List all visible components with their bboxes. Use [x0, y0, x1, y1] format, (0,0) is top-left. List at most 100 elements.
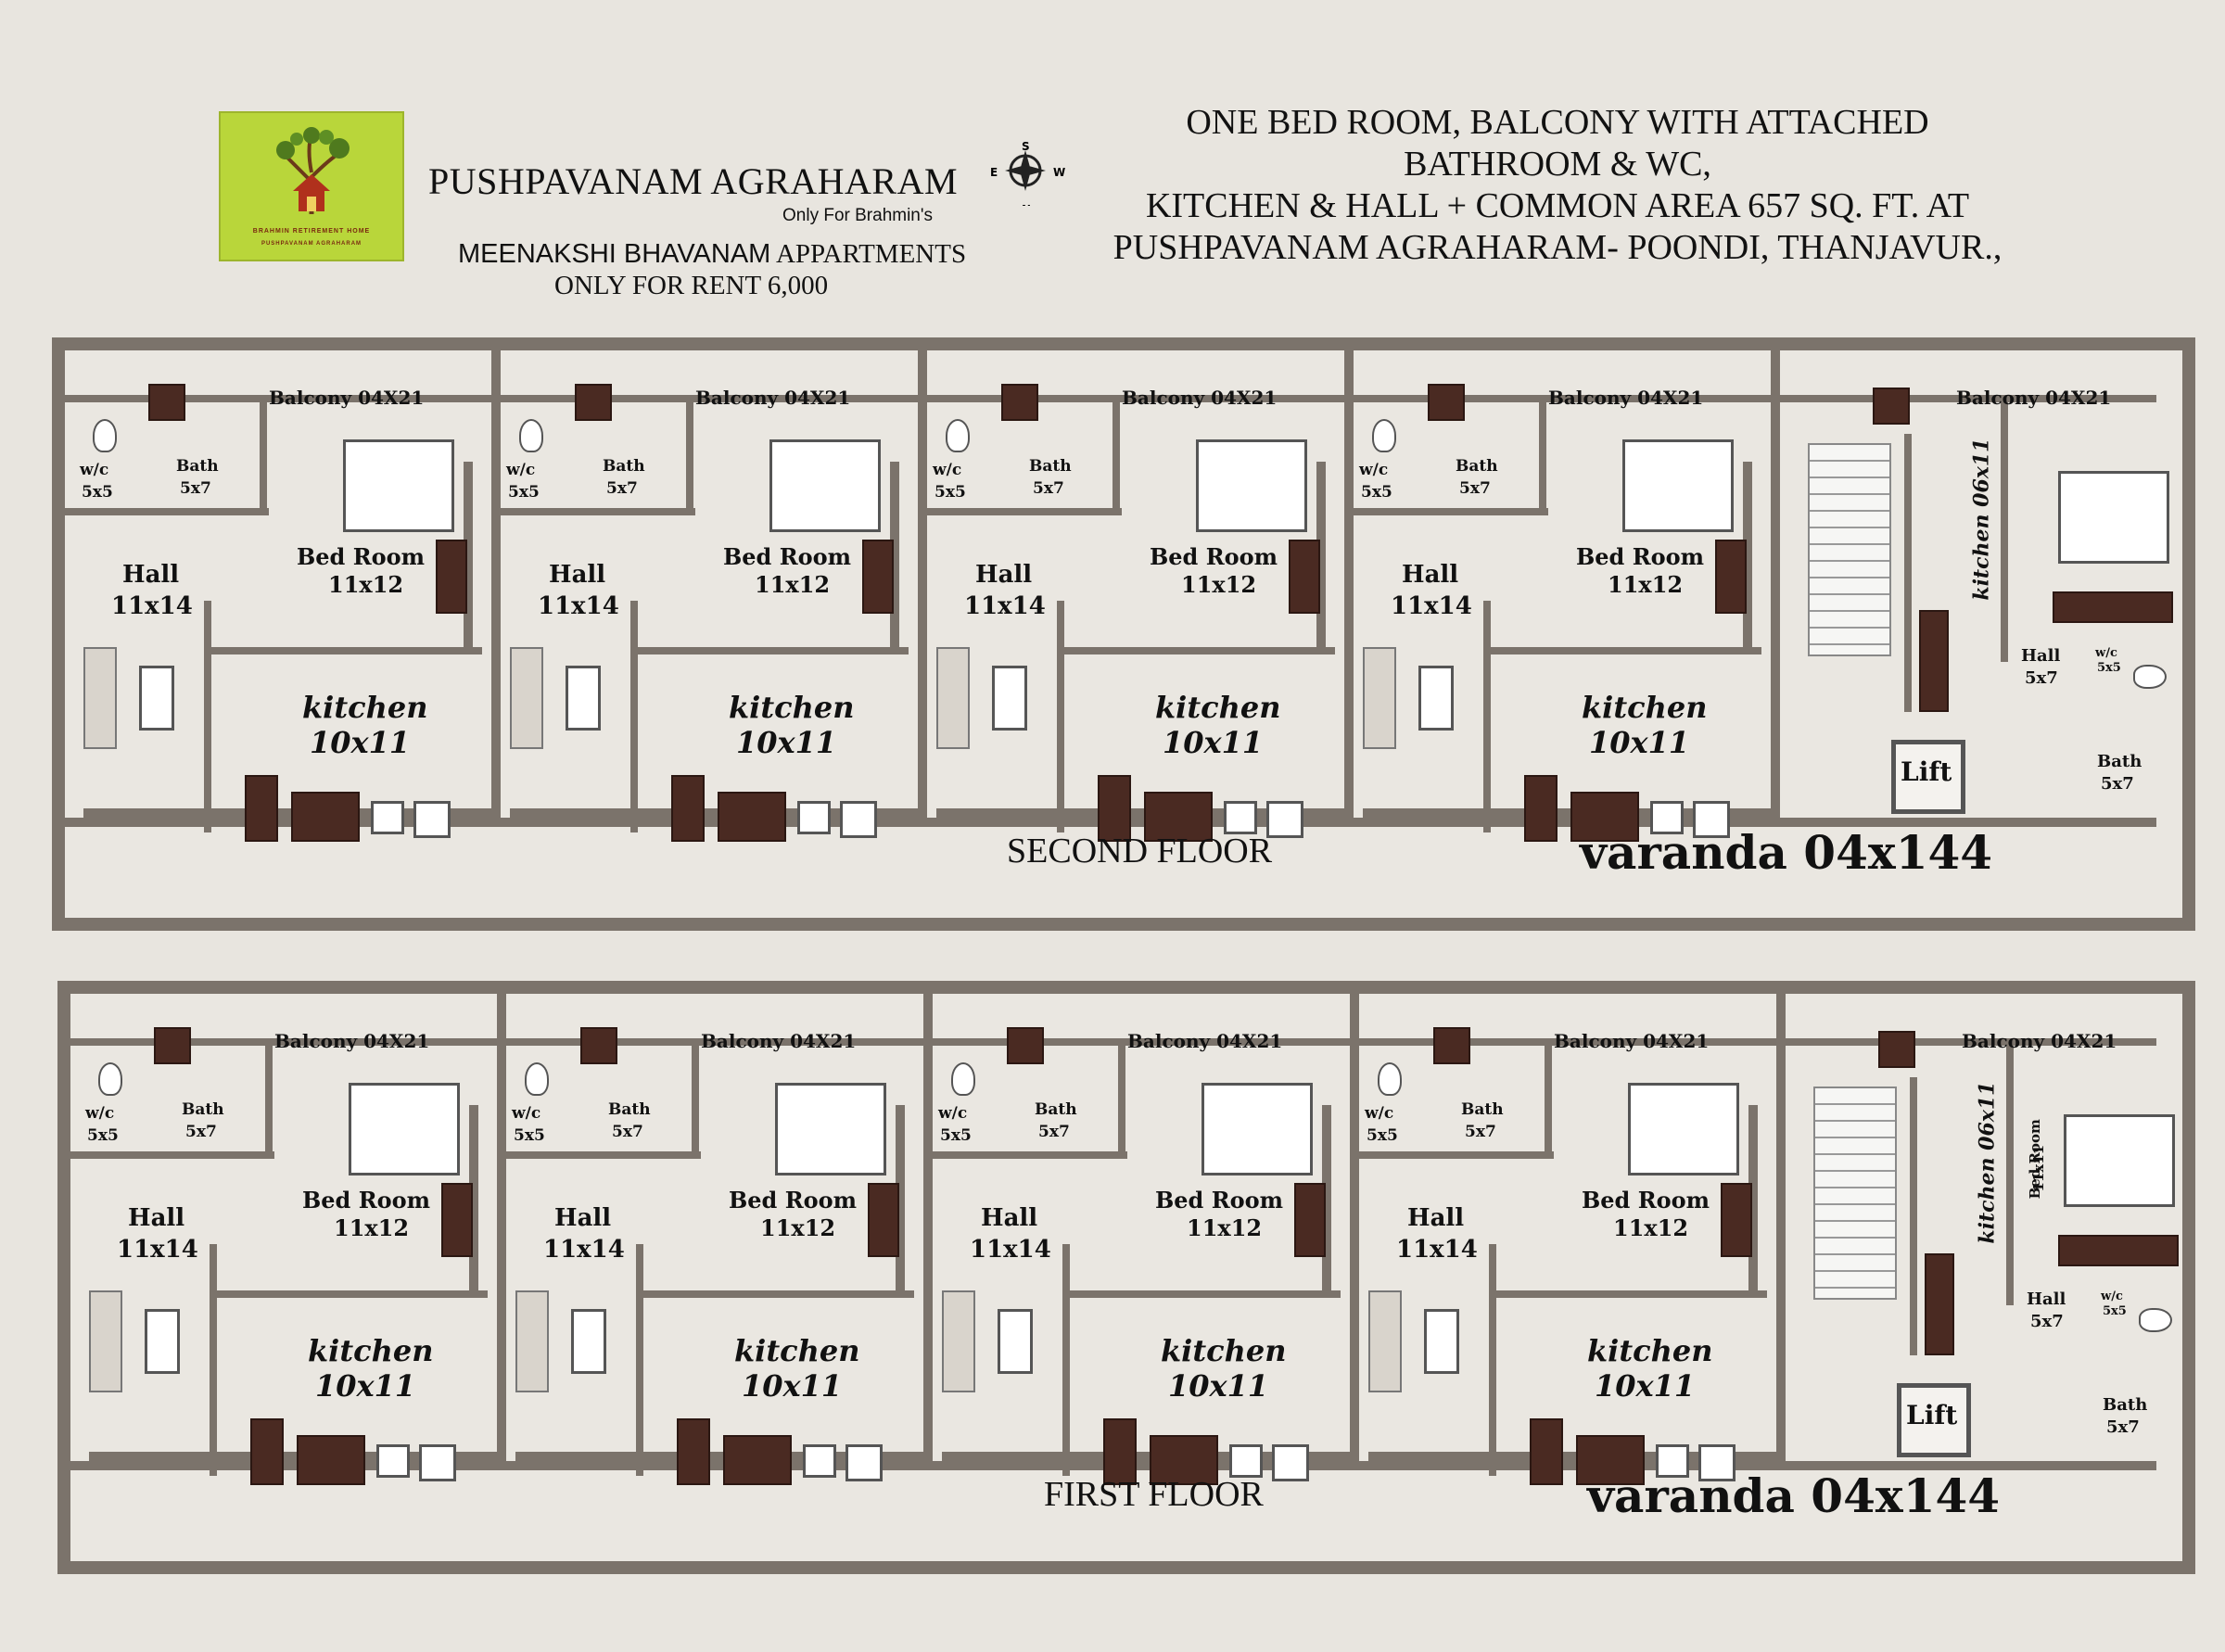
unit-divider-wall — [918, 350, 927, 818]
kitchen-counter — [1150, 1435, 1218, 1485]
bedroom-size: 11x12 — [755, 571, 831, 598]
kitchen-left-wall — [1489, 1244, 1496, 1476]
unit-bottom-wall — [89, 1452, 497, 1461]
wc-size: 5x5 — [82, 483, 113, 502]
bedroom-right-wall — [1322, 1105, 1331, 1290]
wc-size: 5x5 — [87, 1126, 119, 1145]
common-wardrobe — [2053, 591, 2173, 623]
sofa-icon — [936, 647, 970, 749]
hall-top-wall — [1350, 1151, 1554, 1159]
building-name-bold: MEENAKSHI BHAVANAM — [458, 239, 771, 269]
hall-top-wall — [70, 1151, 274, 1159]
bath-wall — [1112, 402, 1120, 514]
wc-label: w/c — [80, 461, 109, 479]
toilet-icon — [519, 419, 543, 452]
common-cabinet — [1925, 1253, 1954, 1355]
balcony-label: Balcony 04X21 — [1127, 1030, 1283, 1052]
kitchen-cabinet — [671, 775, 705, 842]
description-line-2: BATHROOM & WC, — [1404, 145, 1711, 184]
side-table-icon — [566, 666, 601, 731]
kitchen-size: 10x11 — [310, 725, 411, 760]
sink-icon — [1650, 801, 1684, 834]
common-wc-label: w/c — [2101, 1290, 2123, 1303]
kitchen-left-wall — [204, 601, 211, 832]
bath-label: Bath — [1456, 457, 1498, 476]
wardrobe — [441, 1183, 473, 1257]
wc-size: 5x5 — [1361, 483, 1392, 502]
bath-label: Bath — [608, 1100, 651, 1119]
lift-box — [1897, 1383, 1971, 1457]
hall-top-wall — [497, 1151, 701, 1159]
common-kitchen-vertical-label: kitchen 06x11 — [1969, 438, 1994, 601]
bath-size: 5x7 — [180, 479, 211, 498]
side-table-icon — [1424, 1309, 1459, 1374]
common-bath-size: 5x7 — [2101, 774, 2134, 794]
bed-icon — [349, 1083, 460, 1175]
toilet-icon — [1372, 419, 1396, 452]
kitchen-label: kitchen — [308, 1333, 434, 1368]
compass-s: S — [1022, 140, 1030, 153]
bath-size: 5x7 — [1465, 1123, 1496, 1141]
hall-size: 11x14 — [111, 592, 193, 620]
kitchen-top-wall — [204, 647, 482, 654]
bedroom-right-wall — [890, 462, 899, 647]
unit-divider-wall — [491, 350, 501, 818]
bedroom-right-wall — [464, 462, 473, 647]
bedroom-right-wall — [1743, 462, 1752, 647]
kitchen-label: kitchen — [734, 1333, 860, 1368]
common-bath-label: Bath — [2097, 752, 2142, 771]
kitchen-cabinet — [1103, 1418, 1137, 1485]
kitchen-left-wall — [636, 1244, 643, 1476]
side-table-icon — [1418, 666, 1454, 731]
hall-label: Hall — [1407, 1204, 1465, 1232]
common-balcony-label: Balcony 04X21 — [1962, 1030, 2117, 1052]
common-hall-size: 5x7 — [2025, 668, 2058, 688]
sink-icon — [371, 801, 404, 834]
bedroom-label: Bed Room — [1582, 1187, 1710, 1214]
stove-icon — [419, 1444, 456, 1481]
kitchen-counter — [718, 792, 786, 842]
kitchen-left-wall — [630, 601, 638, 832]
kitchen-counter — [1576, 1435, 1645, 1485]
kitchen-label: kitchen — [1582, 690, 1708, 725]
toilet-icon — [93, 419, 117, 452]
bedroom-size: 11x12 — [1613, 1214, 1689, 1241]
balcony-label: Balcony 04X21 — [695, 387, 851, 409]
wardrobe — [1715, 540, 1747, 614]
rent-text: ONLY FOR RENT 6,000 — [554, 271, 829, 300]
varanda-label: varanda 04x144 — [1580, 825, 1993, 880]
wc-size: 5x5 — [1367, 1126, 1398, 1145]
wc-size: 5x5 — [514, 1126, 545, 1145]
unit-divider-wall — [497, 994, 506, 1461]
hall-label: Hall — [554, 1204, 612, 1232]
bath-wall — [1539, 402, 1546, 514]
bath-wall — [1118, 1046, 1125, 1157]
toilet-icon — [951, 1062, 975, 1096]
wc-label: w/c — [512, 1104, 541, 1123]
unit-bottom-wall — [936, 808, 1344, 818]
common-divider-wall — [1776, 994, 1786, 1461]
kitchen-top-wall — [630, 647, 909, 654]
lift-box — [1891, 740, 1965, 814]
wc-size: 5x5 — [508, 483, 540, 502]
wc-label: w/c — [506, 461, 536, 479]
bed-icon — [1202, 1083, 1313, 1175]
wardrobe — [436, 540, 467, 614]
balcony-label: Balcony 04X21 — [274, 1030, 430, 1052]
kitchen-counter — [291, 792, 360, 842]
stove-icon — [413, 801, 451, 838]
varanda-label: varanda 04x144 — [1587, 1468, 2001, 1523]
hall-top-wall — [918, 508, 1122, 515]
common-wardrobe — [2058, 1235, 2179, 1266]
kitchen-top-wall — [1489, 1290, 1767, 1298]
wardrobe — [862, 540, 894, 614]
building-name: MEENAKSHI BHAVANAM APPARTMENTS — [458, 239, 966, 270]
kitchen-cabinet — [1524, 775, 1558, 842]
bedroom-label: Bed Room — [1576, 543, 1705, 570]
hall-label: Hall — [981, 1204, 1038, 1232]
wc-label: w/c — [938, 1104, 968, 1123]
